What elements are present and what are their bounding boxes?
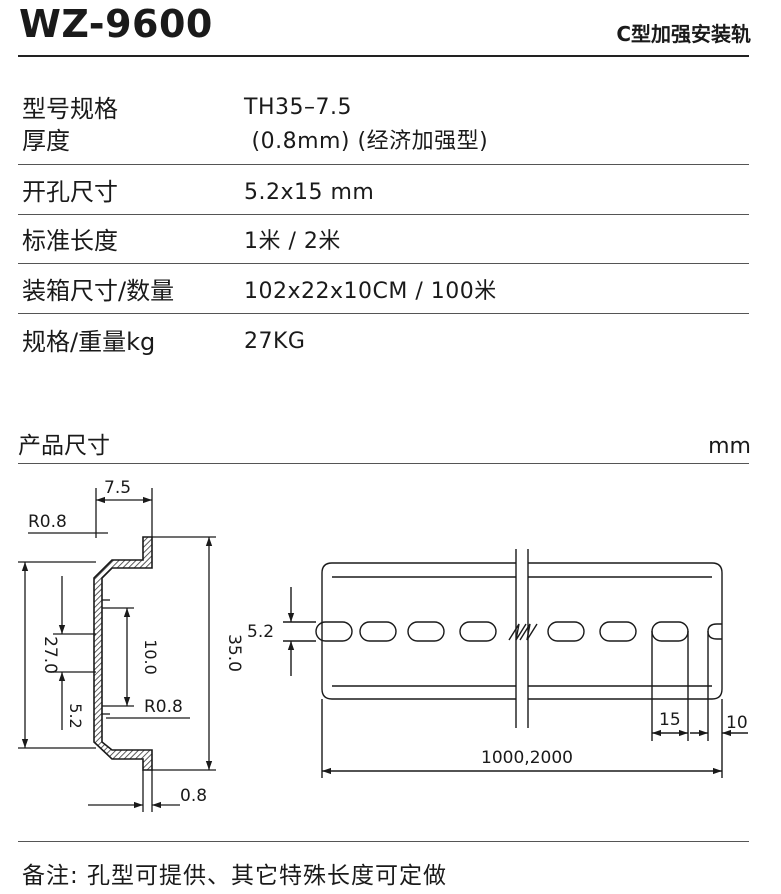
- spec-thickness-label: 厚度: [22, 127, 70, 155]
- rail-plan: [283, 549, 748, 778]
- section-title: 产品尺寸: [18, 433, 110, 459]
- product-name: C型加强安装轨: [616, 22, 751, 46]
- label-hole-height: 5.2: [247, 622, 274, 642]
- spec-divider: [18, 164, 749, 165]
- spec-pack-label: 装箱尺寸/数量: [22, 277, 175, 305]
- spec-weight-value: 27KG: [244, 329, 306, 354]
- label-radius-top: R0.8: [28, 512, 67, 532]
- spec-hole-value: 5.2x15 mm: [244, 180, 375, 205]
- profile-section: [18, 488, 216, 812]
- footer-divider: [18, 841, 749, 842]
- section-divider: [18, 463, 749, 464]
- label-thickness: 0.8: [180, 786, 207, 806]
- spec-divider: [18, 214, 749, 215]
- label-height-total: 35.0: [224, 634, 244, 672]
- break-mark: [519, 623, 538, 641]
- spec-weight-label: 规格/重量kg: [22, 328, 156, 356]
- spec-pack-value: 102x22x10CM / 100米: [244, 279, 497, 304]
- label-hole-length: 15: [659, 710, 681, 730]
- footer-note: 备注: 孔型可提供、其它特殊长度可定做: [22, 863, 448, 889]
- rail-outline-right: [528, 562, 723, 700]
- slot: [459, 621, 497, 642]
- spec-divider: [18, 313, 749, 314]
- spec-length-value: 1米 / 2米: [244, 229, 341, 254]
- label-height-inner: 27.0: [40, 636, 60, 674]
- rail-outline-left: [321, 562, 516, 700]
- slot: [651, 621, 689, 642]
- label-radius-bottom: R0.8: [144, 697, 183, 717]
- slot: [547, 621, 585, 642]
- unit-label: mm: [708, 434, 751, 459]
- slot: [599, 621, 637, 642]
- slot: [315, 621, 353, 642]
- spec-model-label: 型号规格: [22, 95, 118, 123]
- spec-hole-label: 开孔尺寸: [22, 178, 118, 206]
- slot: [407, 621, 445, 642]
- slot-end: [707, 623, 722, 640]
- label-height-low: 5.2: [66, 703, 85, 728]
- break-mark: [508, 623, 527, 641]
- spec-divider: [18, 263, 749, 264]
- model-title: WZ-9600: [19, 2, 213, 46]
- spec-model-value: TH35–7.5: [244, 95, 352, 120]
- label-total-length: 1000,2000: [481, 748, 573, 768]
- label-height-mid: 10.0: [141, 639, 160, 675]
- spec-length-label: 标准长度: [22, 227, 118, 255]
- spec-thickness-value: (0.8mm) (经济加强型): [244, 129, 489, 154]
- slot: [359, 621, 397, 642]
- label-end-gap: 10: [726, 713, 748, 733]
- header-divider: [18, 55, 749, 57]
- label-top-width: 7.5: [104, 478, 131, 498]
